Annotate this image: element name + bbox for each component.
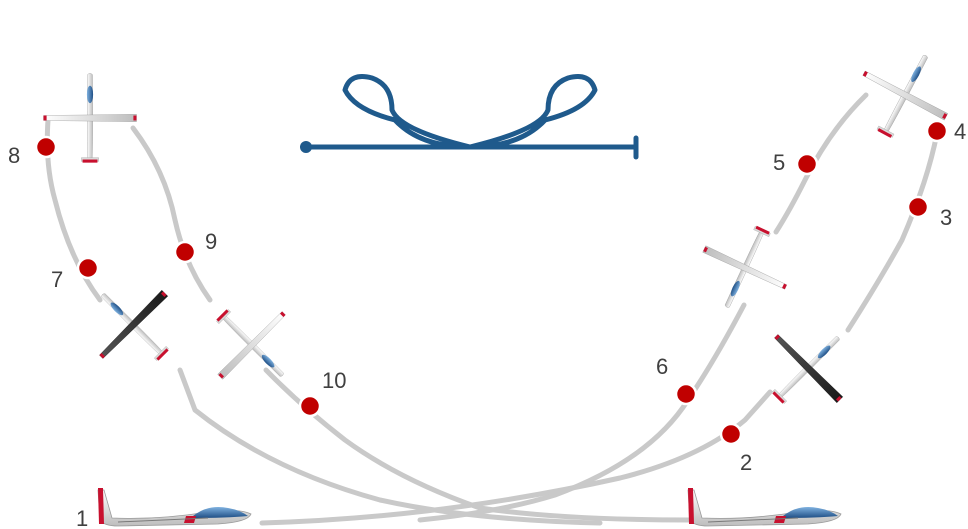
number-7: 7 xyxy=(51,267,63,292)
marker-5 xyxy=(795,152,819,176)
glider-6 xyxy=(43,73,137,163)
number-8: 8 xyxy=(8,143,20,168)
marker-4 xyxy=(925,119,949,143)
glider-3 xyxy=(842,33,968,157)
number-5: 5 xyxy=(773,150,785,175)
position-markers xyxy=(34,119,949,446)
marker-3 xyxy=(906,195,930,219)
glider-1 xyxy=(97,487,252,527)
marker-6 xyxy=(674,382,698,406)
marker-9 xyxy=(173,240,197,264)
glider-8 xyxy=(687,487,842,527)
number-6: 6 xyxy=(656,354,668,379)
position-numbers: 1 2 3 4 5 6 7 8 9 10 xyxy=(8,119,966,529)
marker-10 xyxy=(298,394,322,418)
marker-2 xyxy=(719,422,743,446)
number-1: 1 xyxy=(76,506,88,529)
maneuver-icon xyxy=(300,74,639,160)
marker-8 xyxy=(34,135,58,159)
number-2: 2 xyxy=(740,450,752,475)
number-4: 4 xyxy=(954,119,966,144)
number-10: 10 xyxy=(322,368,346,393)
glider-4 xyxy=(685,209,805,327)
number-3: 3 xyxy=(940,205,952,230)
marker-7 xyxy=(76,256,100,280)
number-9: 9 xyxy=(205,229,217,254)
